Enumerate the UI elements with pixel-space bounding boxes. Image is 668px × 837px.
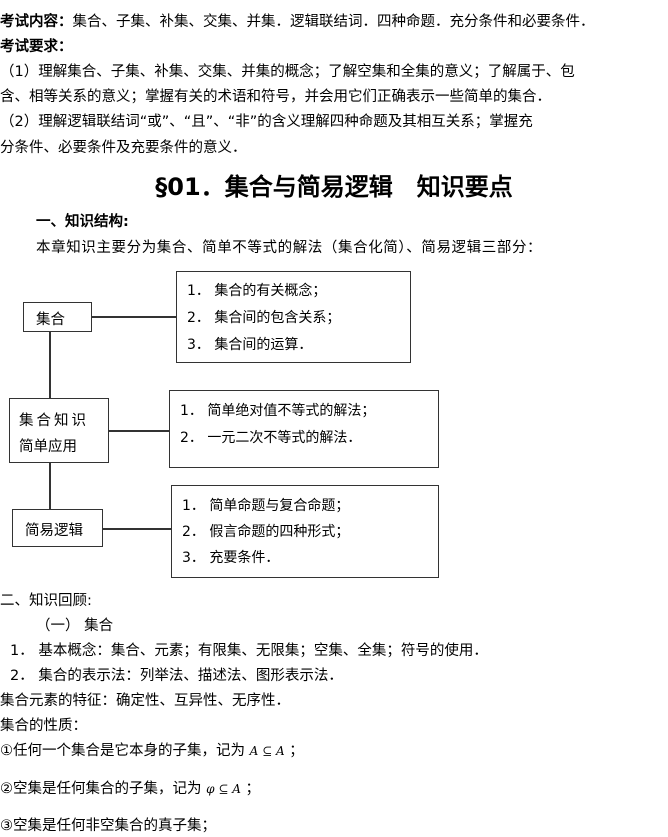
part2-sub1: （一） 集合: [36, 618, 114, 634]
node-logic: 简易逻辑: [12, 509, 103, 547]
part1-intro: 本章知识主要分为集合、简单不等式的解法（集合化简）、简易逻辑三部分：: [36, 240, 543, 256]
box-item: 2． 集合间的包含关系；: [187, 310, 341, 326]
section-title: §01．集合与简易逻辑 知识要点: [155, 173, 513, 201]
exam-content-text: 集合、子集、补集、交集、并集．逻辑联结词．四种命题．充分条件和必要条件．: [72, 14, 595, 30]
box-inequality-topics: 1． 简单绝对值不等式的解法； 2． 一元二次不等式的解法．: [169, 390, 439, 468]
property-1: ①任何一个集合是它本身的子集，记为 A ⊆ A ；: [0, 743, 304, 759]
part2-item2: 2． 集合的表示法：列举法、描述法、图形表示法．: [10, 668, 343, 684]
connector-line: [103, 528, 171, 530]
box-item: 3． 集合间的运算．: [187, 337, 313, 353]
box-item: 2． 一元二次不等式的解法．: [180, 430, 362, 446]
part2-features: 集合元素的特征：确定性、互异性、无序性．: [0, 693, 290, 709]
part2-heading: 二、知识回顾:: [0, 593, 92, 609]
connector-line: [109, 430, 169, 432]
connector-line: [92, 316, 176, 318]
node-set: 集合: [23, 302, 92, 332]
math-subset-self: A ⊆ A: [249, 744, 285, 758]
req2-line1: （2）理解逻辑联结词“或”、“且”、“非”的含义理解四种命题及其相互关系；掌握充: [0, 114, 533, 130]
connector-line: [49, 463, 51, 509]
req1-line2: 含、相等关系的意义；掌握有关的术语和符号，并会用它们正确表示一些简单的集合．: [0, 89, 551, 105]
box-logic-topics: 1． 简单命题与复合命题； 2． 假言命题的四种形式； 3． 充要条件．: [171, 485, 439, 578]
box-set-topics: 1． 集合的有关概念； 2． 集合间的包含关系； 3． 集合间的运算．: [176, 271, 411, 363]
req2-line2: 分条件、必要条件及充要条件的意义．: [0, 140, 247, 156]
part1-heading: 一、知识结构:: [36, 214, 129, 230]
req1-line1: （1）理解集合、子集、补集、交集、并集的概念；了解空集和全集的意义；了解属于、包: [0, 64, 575, 80]
box-item: 2． 假言命题的四种形式；: [182, 524, 350, 540]
exam-content-line: 考试内容：集合、子集、补集、交集、并集．逻辑联结词．四种命题．充分条件和必要条件…: [0, 12, 595, 32]
box-item: 1． 简单命题与复合命题；: [182, 498, 350, 514]
connector-line: [49, 332, 51, 398]
property-3: ③空集是任何非空集合的真子集；: [0, 818, 216, 834]
part2-item1: 1． 基本概念：集合、元素；有限集、无限集；空集、全集；符号的使用．: [10, 643, 488, 659]
node-application: 集合知识 简单应用: [9, 398, 109, 463]
part2-props-heading: 集合的性质：: [0, 718, 87, 734]
property-2: ②空集是任何集合的子集，记为 φ ⊆ A ；: [0, 781, 260, 797]
box-item: 1． 集合的有关概念；: [187, 283, 327, 299]
math-empty-subset: φ ⊆ A: [206, 782, 241, 796]
exam-content-label: 考试内容：: [0, 14, 73, 30]
exam-req-label: 考试要求：: [0, 39, 73, 55]
box-item: 1． 简单绝对值不等式的解法；: [180, 403, 376, 419]
box-item: 3． 充要条件．: [182, 550, 280, 566]
